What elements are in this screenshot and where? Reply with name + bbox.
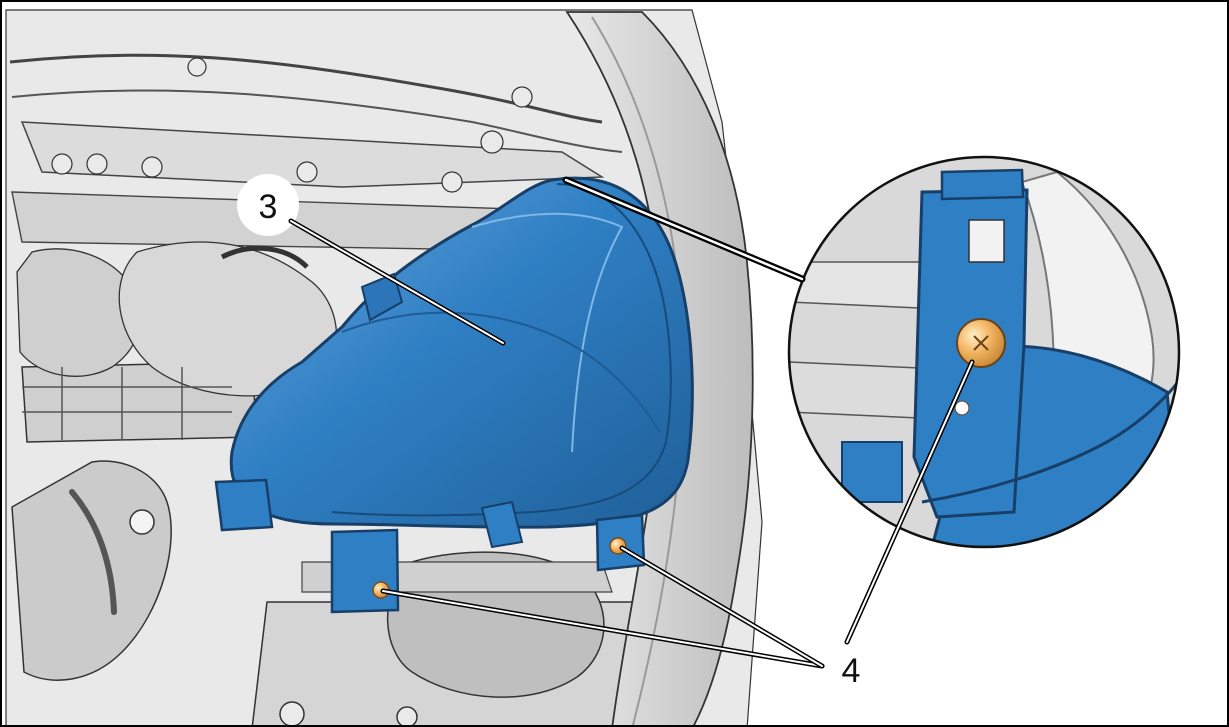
- callout-3-bubble: [237, 174, 299, 236]
- headlamp-unit: [214, 176, 694, 614]
- callout-3-group: 3: [237, 174, 506, 346]
- callout-4-label: 4: [842, 652, 861, 690]
- callout-4-leader-c: [846, 361, 973, 643]
- callout-3-leader: [290, 220, 504, 344]
- zoom-leader-line-highlight: [564, 178, 804, 281]
- callout-4-group: 4: [380, 359, 975, 695]
- callout-4-bubble: [826, 645, 876, 695]
- callout-3-label: 3: [259, 188, 278, 226]
- callout-4-leader-a: [382, 590, 823, 667]
- detail-magnifier-circle: [787, 155, 1181, 549]
- callout-4-leader-b: [621, 547, 823, 667]
